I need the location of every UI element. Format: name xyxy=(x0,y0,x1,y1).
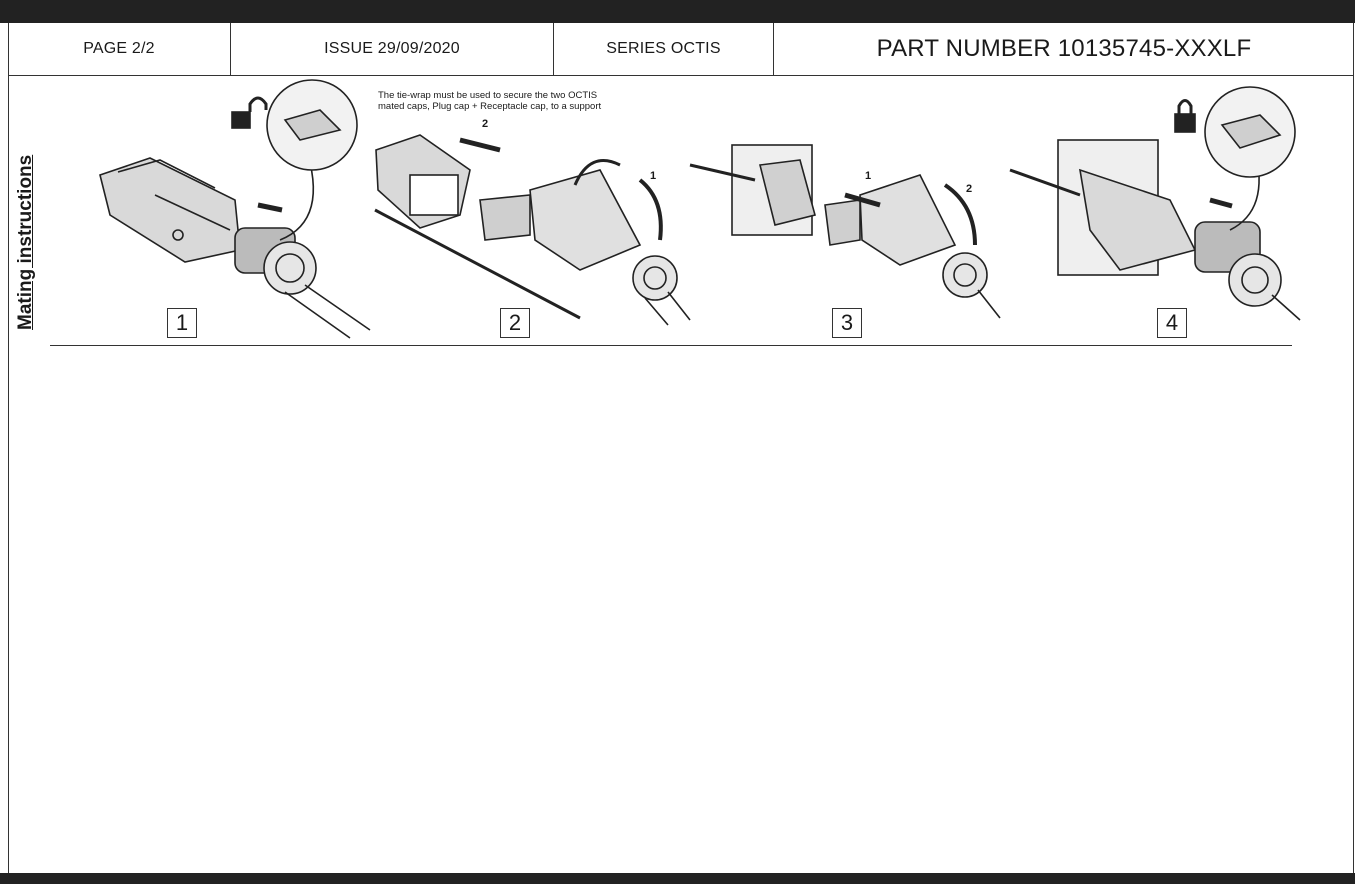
note-line-1: The tie-wrap must be used to secure the … xyxy=(378,90,601,101)
mating-illustrations xyxy=(0,0,1355,345)
arrow-number: 2 xyxy=(482,118,488,130)
arrow-number: 1 xyxy=(650,170,656,182)
note-line-2: mated caps, Plug cap + Receptacle cap, t… xyxy=(378,101,601,112)
arrow-right-icon xyxy=(1210,200,1232,206)
arrow-left-icon xyxy=(258,205,282,210)
step3-connector-drawing xyxy=(690,145,1000,318)
step-number-3: 3 xyxy=(832,308,862,338)
step-number-4: 4 xyxy=(1157,308,1187,338)
arrow-number: 1 xyxy=(865,170,871,182)
step-number-2: 2 xyxy=(500,308,530,338)
unlocked-padlock-icon xyxy=(232,98,266,128)
section-divider xyxy=(50,345,1292,346)
step2-connector-drawing xyxy=(375,135,690,325)
step4-connector-drawing xyxy=(1010,87,1300,320)
tie-wrap-note: The tie-wrap must be used to secure the … xyxy=(378,90,601,112)
arrow-number: 2 xyxy=(966,183,972,195)
arrow-left-icon xyxy=(460,140,500,150)
bottom-bar xyxy=(0,873,1355,884)
curved-arrow-icon xyxy=(640,180,661,240)
step-number-1: 1 xyxy=(167,308,197,338)
locked-padlock-icon xyxy=(1175,101,1195,133)
